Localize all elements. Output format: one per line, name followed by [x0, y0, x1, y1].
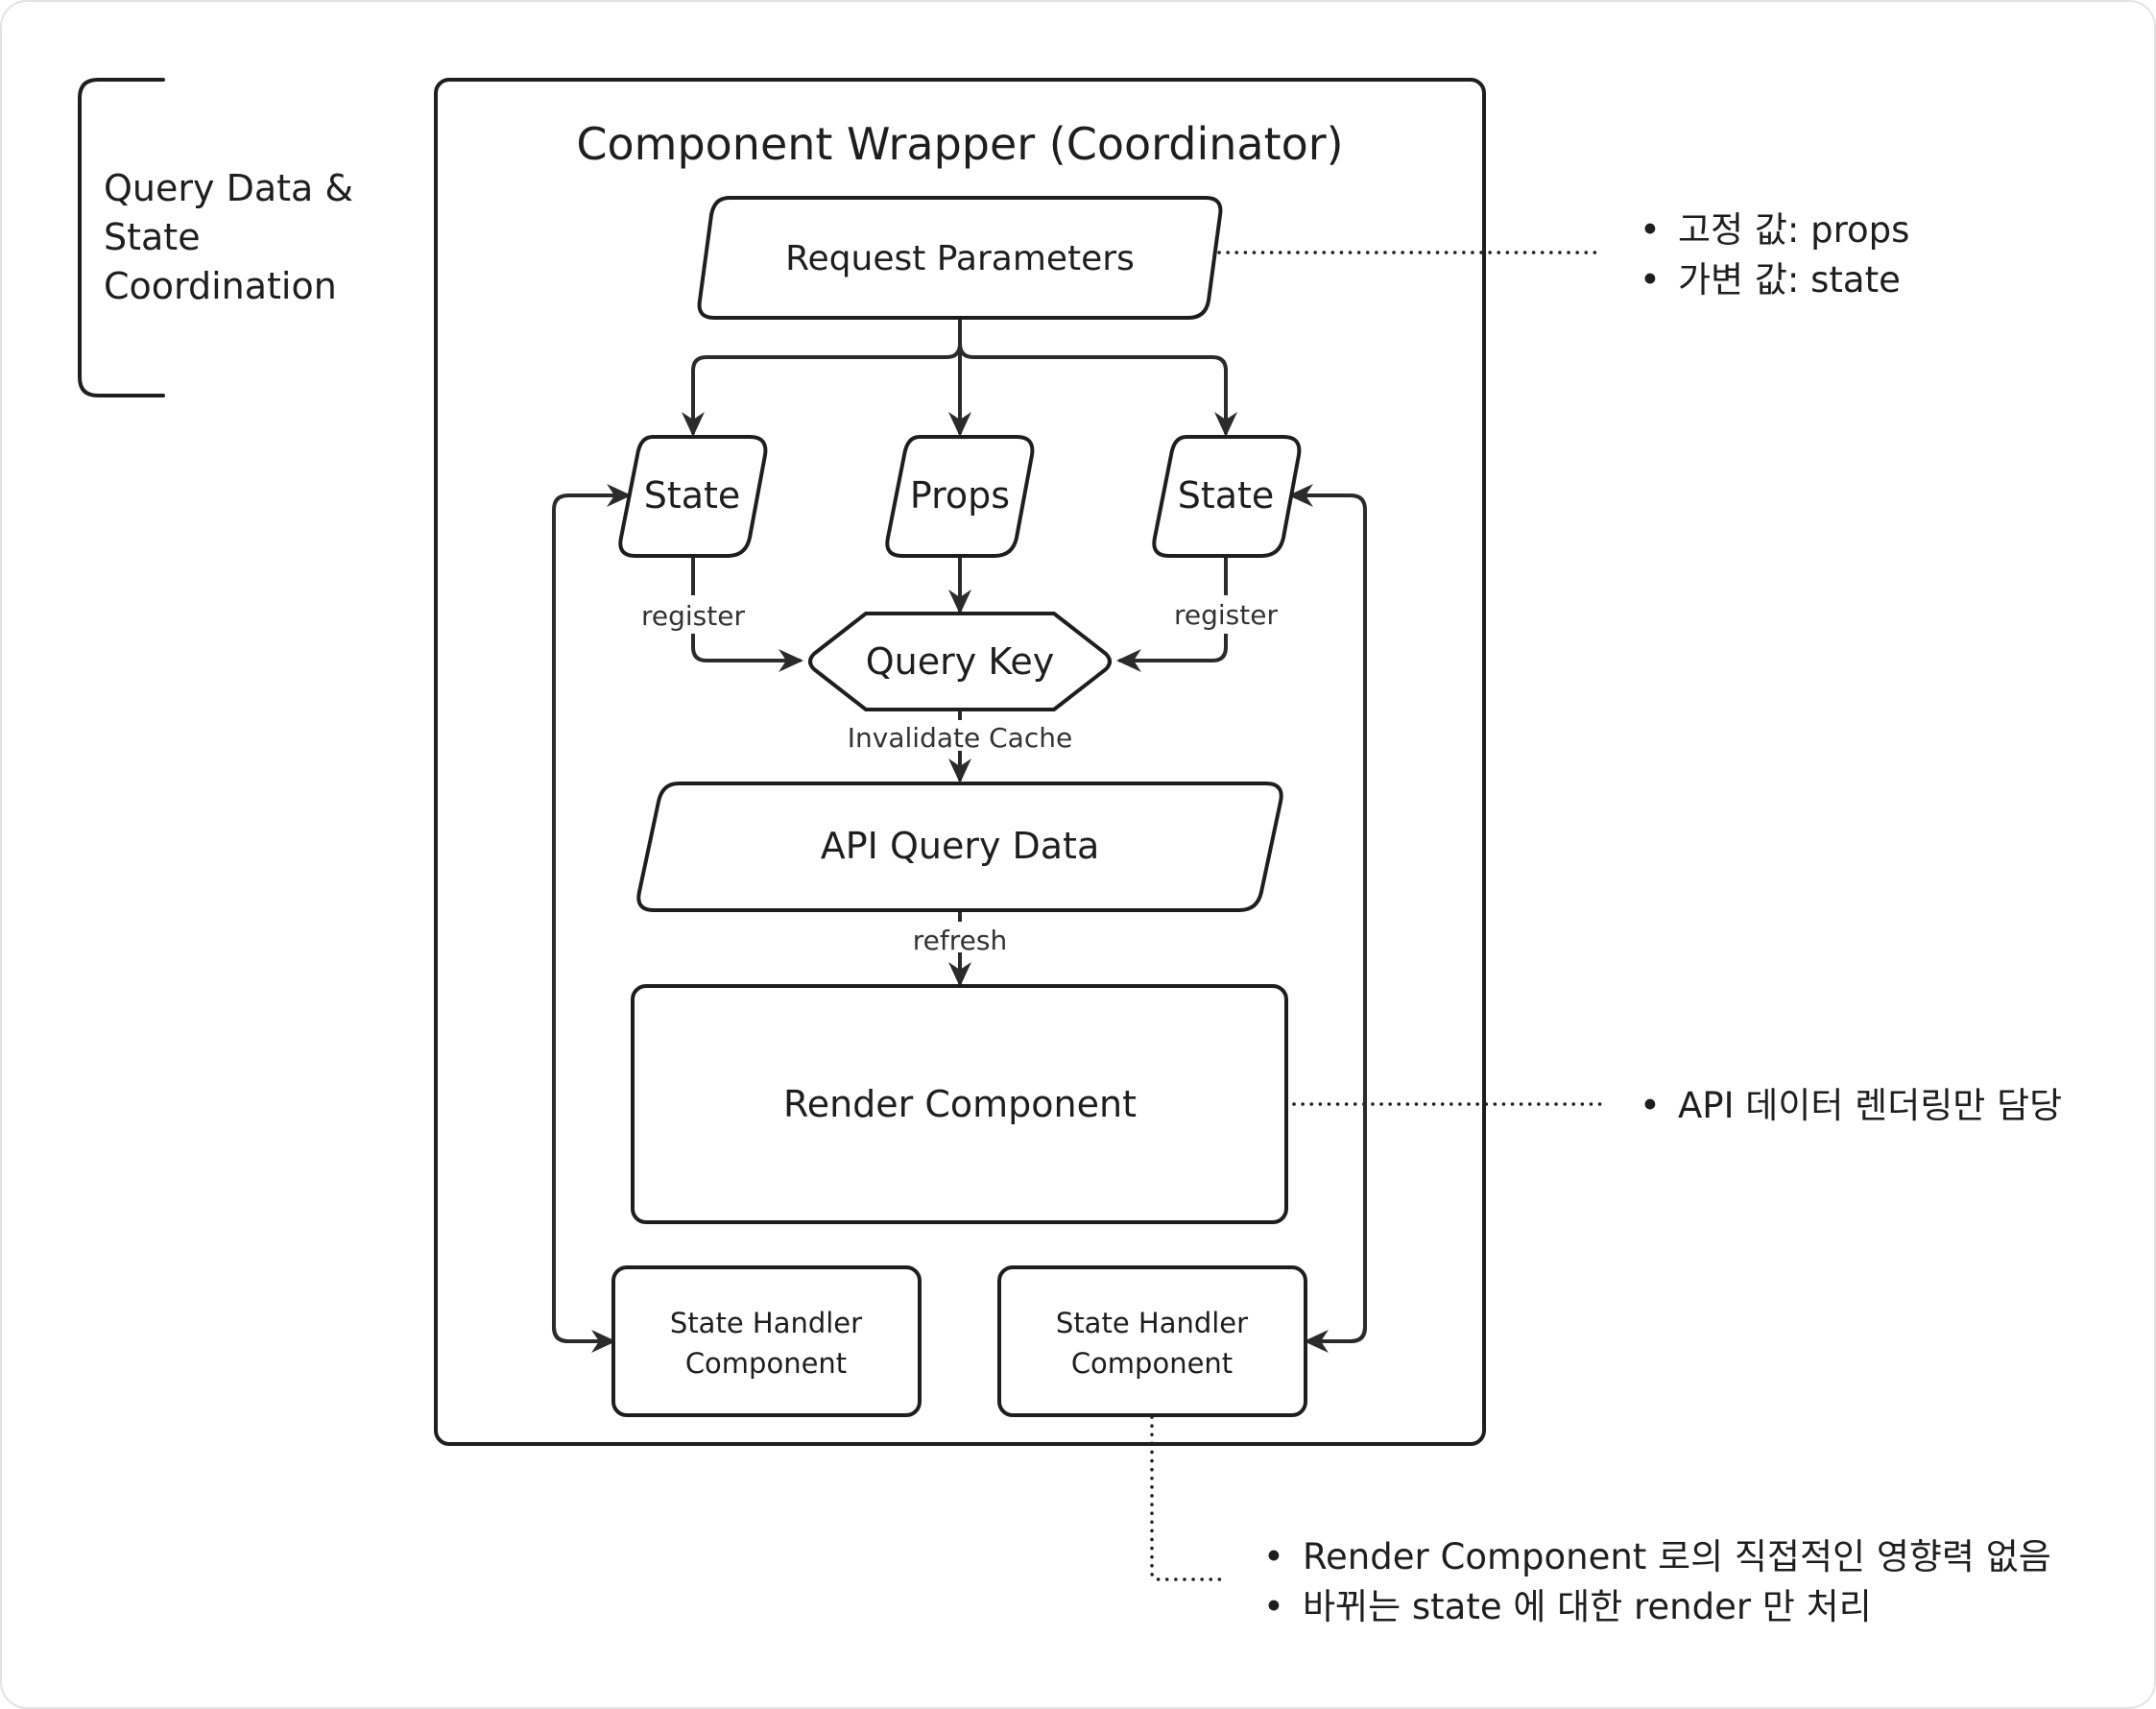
- node-state-handler-right[interactable]: State Handler Component: [997, 1265, 1307, 1417]
- annotation-request-parameters: • 고정 값: props • 가변 값: state: [1640, 209, 1909, 301]
- node-props[interactable]: Props: [885, 435, 1035, 558]
- annotation-render-component: • API 데이터 렌더링만 담당: [1640, 1085, 2062, 1126]
- annotation-connector-handler: [1150, 1415, 1223, 1581]
- wrapper-title: Component Wrapper (Coordinator): [576, 118, 1343, 170]
- node-api-query-data[interactable]: API Query Data: [636, 782, 1283, 912]
- annotation-handler-line-1: Render Component 로의 직접적인 영향력 없음: [1303, 1536, 2051, 1577]
- state-handler-left-line-1: State Handler: [670, 1307, 862, 1339]
- annotation-request-line-1: 고정 값: props: [1678, 209, 1909, 251]
- annotation-request-line-2: 가변 값: state: [1678, 259, 1901, 301]
- node-state-left[interactable]: State: [618, 435, 768, 558]
- edges-to-query-key: [691, 557, 1228, 672]
- edge-label-register-right: register: [1174, 599, 1278, 631]
- query-key-label: Query Key: [866, 640, 1054, 683]
- state-handler-left-line-2: Component: [685, 1347, 847, 1380]
- node-request-parameters[interactable]: Request Parameters: [697, 196, 1223, 320]
- side-label-line-3: Coordination: [104, 265, 337, 307]
- state-right-label: State: [1178, 474, 1275, 517]
- edges-state-loops: [552, 484, 1367, 1353]
- annotation-handler-line-2: 바뀌는 state 에 대한 render 만 처리: [1303, 1586, 1872, 1627]
- annotation-state-handler: • Render Component 로의 직접적인 영향력 없음 • 바뀌는 …: [1263, 1536, 2051, 1627]
- node-state-handler-left[interactable]: State Handler Component: [611, 1265, 922, 1417]
- bullet-icon: •: [1263, 1536, 1284, 1577]
- edges-request-fanout: [682, 318, 1237, 437]
- render-component-label: Render Component: [783, 1083, 1137, 1125]
- node-state-right[interactable]: State: [1152, 435, 1302, 558]
- side-bracket: [78, 78, 165, 397]
- props-label: Props: [910, 474, 1010, 517]
- edge-label-register-left: register: [641, 600, 745, 632]
- node-query-key[interactable]: Query Key: [808, 612, 1112, 711]
- bullet-icon: •: [1263, 1586, 1284, 1627]
- node-render-component[interactable]: Render Component: [631, 984, 1288, 1224]
- state-handler-right-line-2: Component: [1071, 1347, 1233, 1380]
- api-query-data-label: API Query Data: [821, 825, 1100, 867]
- state-left-label: State: [644, 474, 741, 517]
- bullet-icon: •: [1640, 209, 1661, 251]
- edge-label-invalidate-cache: Invalidate Cache: [848, 722, 1072, 754]
- side-label-line-2: State: [104, 216, 201, 258]
- annotation-render-line-1: API 데이터 렌더링만 담당: [1678, 1085, 2062, 1126]
- state-handler-right-line-1: State Handler: [1056, 1307, 1248, 1339]
- bullet-icon: •: [1640, 259, 1661, 301]
- side-label-line-1: Query Data &: [104, 167, 353, 209]
- edge-label-refresh: refresh: [913, 925, 1007, 956]
- request-parameters-label: Request Parameters: [785, 239, 1135, 278]
- bullet-icon: •: [1640, 1085, 1661, 1126]
